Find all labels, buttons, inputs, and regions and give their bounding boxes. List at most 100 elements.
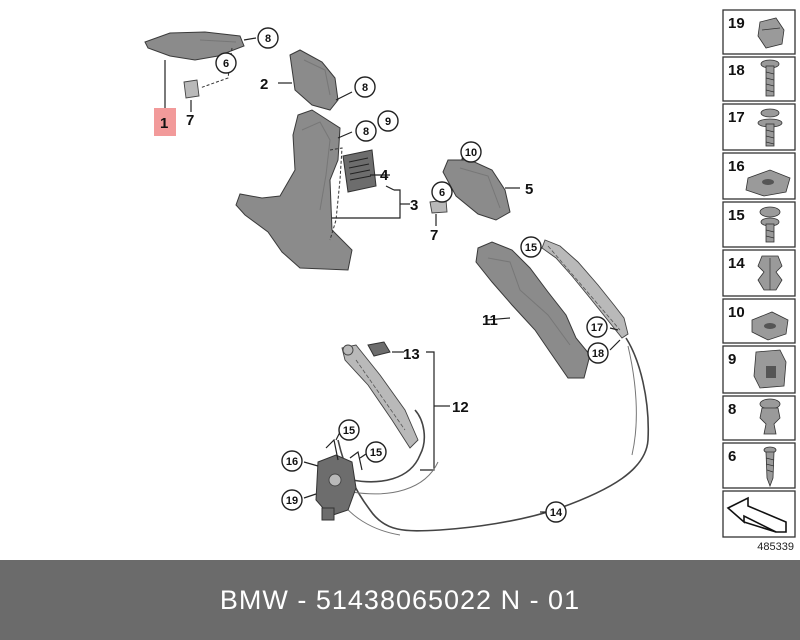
callout-8b: 8 <box>354 76 376 98</box>
mechanism-connector <box>321 507 335 521</box>
legend-item-6[interactable]: 6 <box>722 442 796 489</box>
callout-6a: 6 <box>215 52 237 74</box>
callout-16: 16 <box>281 450 303 472</box>
cage-nut-icon <box>745 169 791 197</box>
callout-9: 9 <box>377 110 399 132</box>
tube-detail <box>355 359 406 431</box>
callout-14: 14 <box>545 501 567 523</box>
mechanism-bracket <box>325 438 339 461</box>
spring-nut-icon <box>751 311 789 341</box>
label-1: 1 <box>160 115 168 132</box>
legend-direction <box>722 490 796 538</box>
washer-screw-icon <box>759 206 781 243</box>
push-rivet-icon <box>759 398 781 435</box>
svg-text:8: 8 <box>728 401 736 418</box>
svg-text:6: 6 <box>439 187 445 199</box>
legend-item-18[interactable]: 18 <box>722 56 796 102</box>
legend-item-9[interactable]: 9 <box>722 345 796 394</box>
tube-end-fitting <box>342 344 354 356</box>
bracket-12 <box>420 351 435 471</box>
part-11-edge <box>487 257 571 346</box>
flange-screw-icon <box>757 108 783 147</box>
clip-nut-icon <box>757 17 785 49</box>
cable-mech-b <box>351 461 439 495</box>
bracket-3 <box>332 189 401 219</box>
callout-8b-leader <box>335 91 353 101</box>
part-4-vent[interactable] <box>342 149 377 193</box>
part-13-block[interactable] <box>367 341 391 357</box>
part-1-trim-cover[interactable] <box>144 31 245 61</box>
label-11-leader <box>485 317 511 321</box>
legend-item-15[interactable]: 15 <box>722 201 796 248</box>
label-4: 4 <box>380 167 389 184</box>
callout-10: 10 <box>460 141 482 163</box>
svg-text:9: 9 <box>385 116 391 128</box>
label-5: 5 <box>525 181 533 198</box>
footer-bar: BMW - 51438065022 N - 01 <box>0 560 800 640</box>
label-3: 3 <box>410 197 418 214</box>
callout-18: 18 <box>587 342 609 364</box>
part-2-edge <box>303 59 331 96</box>
svg-text:16: 16 <box>728 158 745 175</box>
callout-8c-leader <box>337 131 353 139</box>
bolt-icon <box>760 59 780 97</box>
callout-8a-leader <box>243 37 257 41</box>
footer-part-number: BMW - 51438065022 N - 01 <box>219 585 581 615</box>
part-5-edge <box>459 167 501 209</box>
mechanism-bracket-2 <box>349 450 363 471</box>
svg-text:8: 8 <box>362 82 368 94</box>
callout-18-leader <box>609 339 621 351</box>
legend-item-10[interactable]: 10 <box>722 298 796 344</box>
legend-item-16[interactable]: 16 <box>722 152 796 200</box>
legend-item-14[interactable]: 14 <box>722 249 796 297</box>
svg-text:10: 10 <box>728 304 745 321</box>
callout-8a: 8 <box>257 27 279 49</box>
svg-text:15: 15 <box>370 447 382 459</box>
svg-text:6: 6 <box>223 58 229 70</box>
legend-item-8[interactable]: 8 <box>722 395 796 441</box>
direction-arrow-icon <box>726 496 787 533</box>
legend-item-17[interactable]: 17 <box>722 103 796 151</box>
diagram-id: 485339 <box>757 541 794 553</box>
callout-15c: 15 <box>365 441 387 463</box>
label-7a: 7 <box>186 112 194 129</box>
svg-text:8: 8 <box>363 126 369 138</box>
svg-text:14: 14 <box>728 255 745 272</box>
legend-item-19[interactable]: 19 <box>722 9 796 55</box>
part-3-dashline <box>329 147 343 241</box>
part-7a-clip[interactable] <box>183 79 200 99</box>
callout-6b: 6 <box>431 181 453 203</box>
callout-19-leader <box>303 493 317 499</box>
label-12: 12 <box>452 399 469 416</box>
part-1-highlight <box>154 108 176 136</box>
svg-text:17: 17 <box>728 109 745 126</box>
svg-text:19: 19 <box>728 15 745 32</box>
svg-text:18: 18 <box>728 62 745 79</box>
tube-assembly[interactable] <box>341 344 419 449</box>
svg-text:16: 16 <box>286 456 298 468</box>
cable-mech-a <box>351 409 426 483</box>
label-13: 13 <box>403 346 420 363</box>
svg-text:19: 19 <box>286 495 298 507</box>
svg-text:15: 15 <box>525 242 537 254</box>
cable-14[interactable] <box>337 337 650 532</box>
svg-text:10: 10 <box>465 147 477 159</box>
part-2-panel[interactable] <box>289 49 339 111</box>
callout-17: 17 <box>586 316 608 338</box>
svg-text:8: 8 <box>265 33 271 45</box>
part-11-trim[interactable] <box>475 241 591 379</box>
svg-text:15: 15 <box>728 207 745 224</box>
wood-screw-icon <box>763 446 777 488</box>
svg-text:9: 9 <box>728 351 736 368</box>
part-4-vent-slats <box>348 157 372 181</box>
sleeve-clip-icon <box>753 349 787 389</box>
svg-text:18: 18 <box>592 348 604 360</box>
expanding-clip-icon <box>757 255 783 291</box>
callout-16-leader <box>303 461 319 467</box>
belt-guide-rail-detail <box>547 245 621 331</box>
callout-15c-leader <box>359 453 367 459</box>
part-5-cover[interactable] <box>442 159 511 221</box>
part-3-pillar-trim[interactable] <box>235 109 353 271</box>
label-11: 11 <box>482 312 498 329</box>
callout-17-leader <box>609 327 619 331</box>
